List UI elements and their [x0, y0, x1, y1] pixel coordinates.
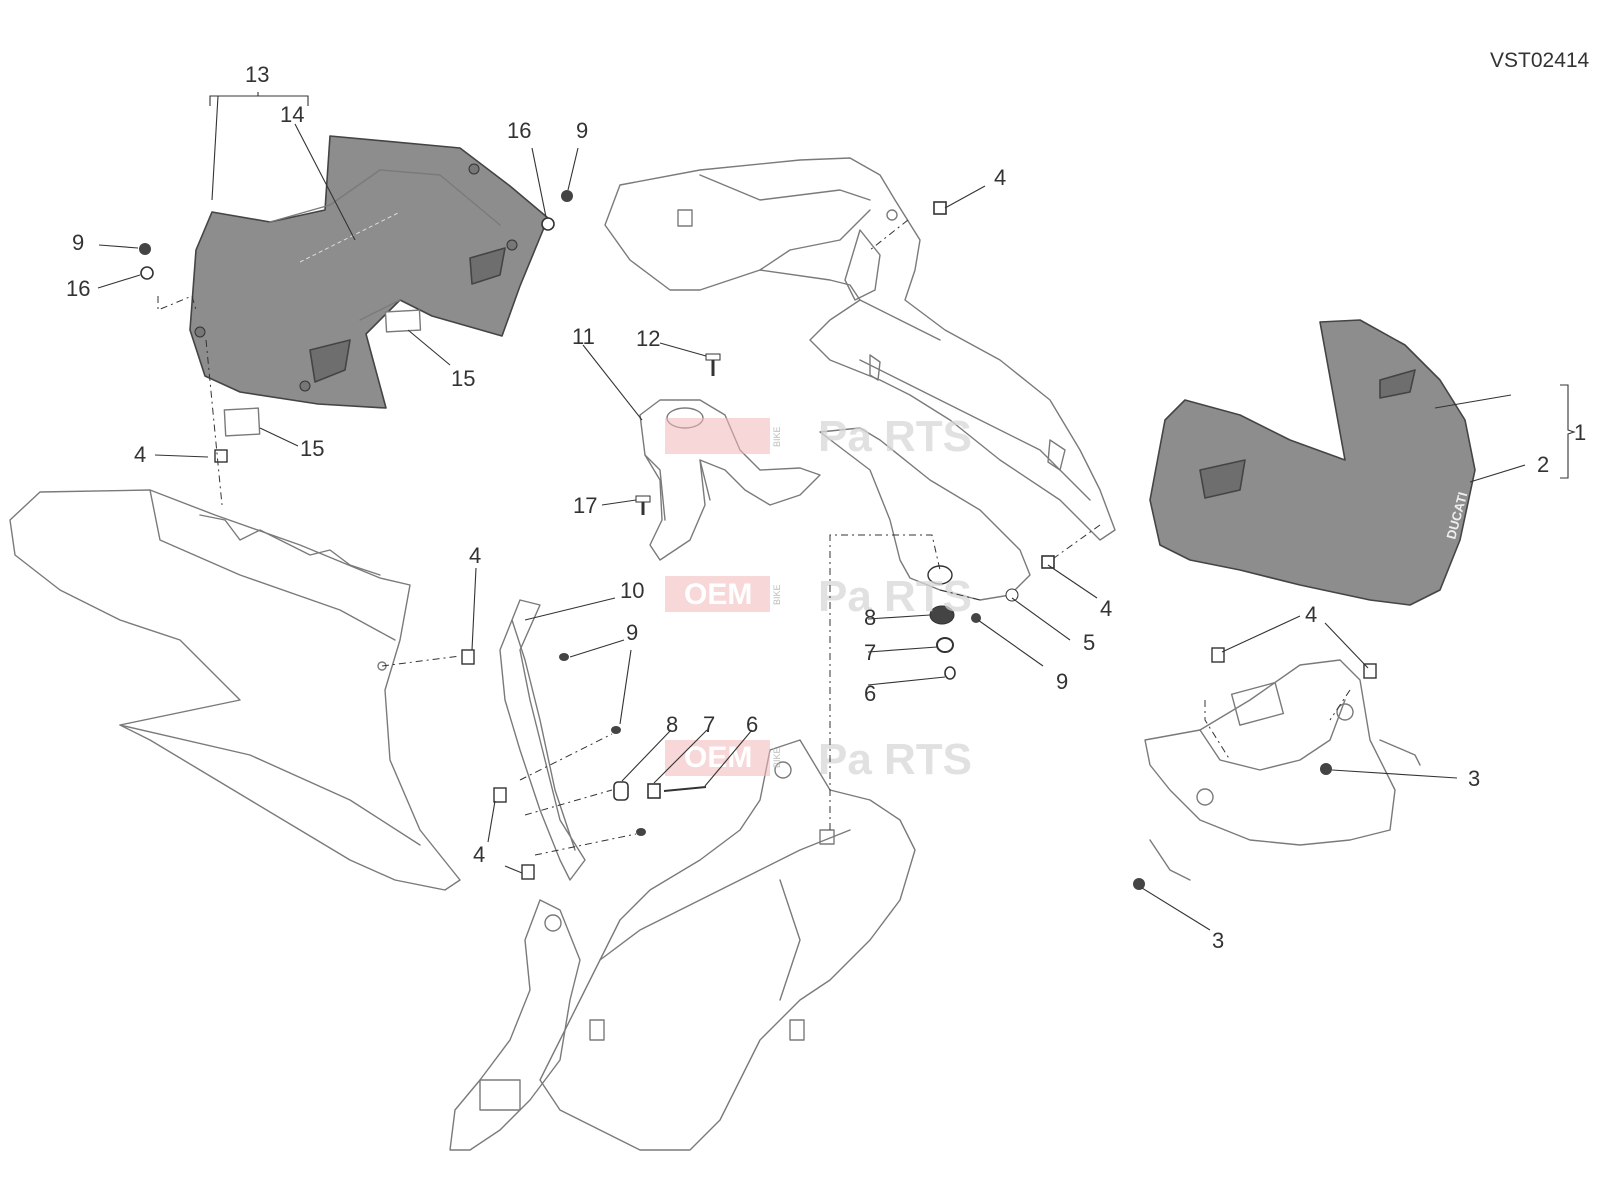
callout-7: 7 — [864, 640, 876, 665]
callout-8: 8 — [864, 605, 876, 630]
svg-text:Pa: Pa — [818, 572, 872, 621]
callout-6: 6 — [864, 681, 876, 706]
callout-4: 4 — [1100, 596, 1112, 621]
callout-6: 6 — [746, 712, 758, 737]
foam-pad-upper — [384, 309, 422, 333]
foam-pad-lower — [223, 407, 261, 437]
inner-panel-5 — [819, 427, 1031, 602]
callout-10: 10 — [620, 578, 644, 603]
svg-text:BIKE: BIKE — [772, 426, 782, 447]
callout-11: 11 — [572, 324, 595, 349]
svg-text:OEM: OEM — [684, 741, 752, 774]
callout-4: 4 — [473, 842, 485, 867]
drawing-code: VST02414 — [1490, 49, 1590, 72]
callout-16: 16 — [507, 118, 531, 143]
callout-15: 15 — [300, 436, 324, 461]
screw-17 — [635, 495, 651, 515]
callout-9: 9 — [1056, 669, 1068, 694]
screw-6 — [944, 666, 956, 680]
frame-structure — [449, 739, 916, 1151]
spacer-7 — [936, 637, 954, 653]
callout-3: 3 — [1212, 928, 1224, 953]
callout-17: 17 — [573, 493, 597, 518]
callout-5: 5 — [1083, 630, 1095, 655]
svg-text:BIKE: BIKE — [772, 584, 782, 605]
callout-14: 14 — [280, 102, 304, 127]
callout-3: 3 — [1468, 766, 1480, 791]
left-side-fairing — [9, 489, 461, 891]
callout-1: 1 — [1574, 420, 1586, 445]
callout-9: 9 — [72, 230, 84, 255]
callout-16: 16 — [66, 276, 90, 301]
callout-4: 4 — [1305, 602, 1317, 627]
front-fairing-1-2: DUCATI — [1149, 319, 1476, 606]
callout-13: 13 — [245, 62, 269, 87]
callout-2: 2 — [1537, 452, 1549, 477]
callout-8: 8 — [666, 712, 678, 737]
callout-4: 4 — [134, 442, 146, 467]
svg-text:RTS: RTS — [884, 735, 972, 784]
headlight-assembly — [1133, 647, 1421, 890]
svg-text:RTS: RTS — [884, 572, 972, 621]
strip-bracket-10 — [499, 599, 586, 881]
svg-text:OEM: OEM — [684, 578, 752, 611]
callout-4: 4 — [994, 165, 1006, 190]
callout-9: 9 — [626, 620, 638, 645]
callout-15: 15 — [451, 366, 475, 391]
callout-4: 4 — [469, 543, 481, 568]
callout-7: 7 — [703, 712, 715, 737]
callout-labels: 13 14 9 16 16 9 15 15 4 11 12 17 4 4 10 … — [66, 62, 1586, 953]
svg-text:Pa: Pa — [818, 412, 872, 461]
clip-nut-4-right — [1041, 555, 1055, 569]
upper-right-side-panel — [604, 157, 1116, 541]
svg-text:Pa: Pa — [818, 735, 872, 784]
callout-12: 12 — [636, 326, 660, 351]
watermark-oem-parts: OEM OEM Pa Pa Pa RTS RTS RTS BIKE BIKE B… — [665, 412, 972, 784]
svg-text:BIKE: BIKE — [772, 747, 782, 768]
clip-nut-4-top — [933, 201, 947, 215]
upper-left-panel — [189, 135, 549, 409]
screw-washer-right — [541, 190, 573, 231]
small-parts-center — [214, 449, 707, 880]
leader-lines — [97, 92, 1576, 931]
assembly-lines — [157, 219, 1351, 856]
screw-12 — [705, 353, 721, 376]
callout-9: 9 — [576, 118, 588, 143]
screw-washer-left — [139, 243, 154, 280]
svg-text:RTS: RTS — [884, 412, 972, 461]
